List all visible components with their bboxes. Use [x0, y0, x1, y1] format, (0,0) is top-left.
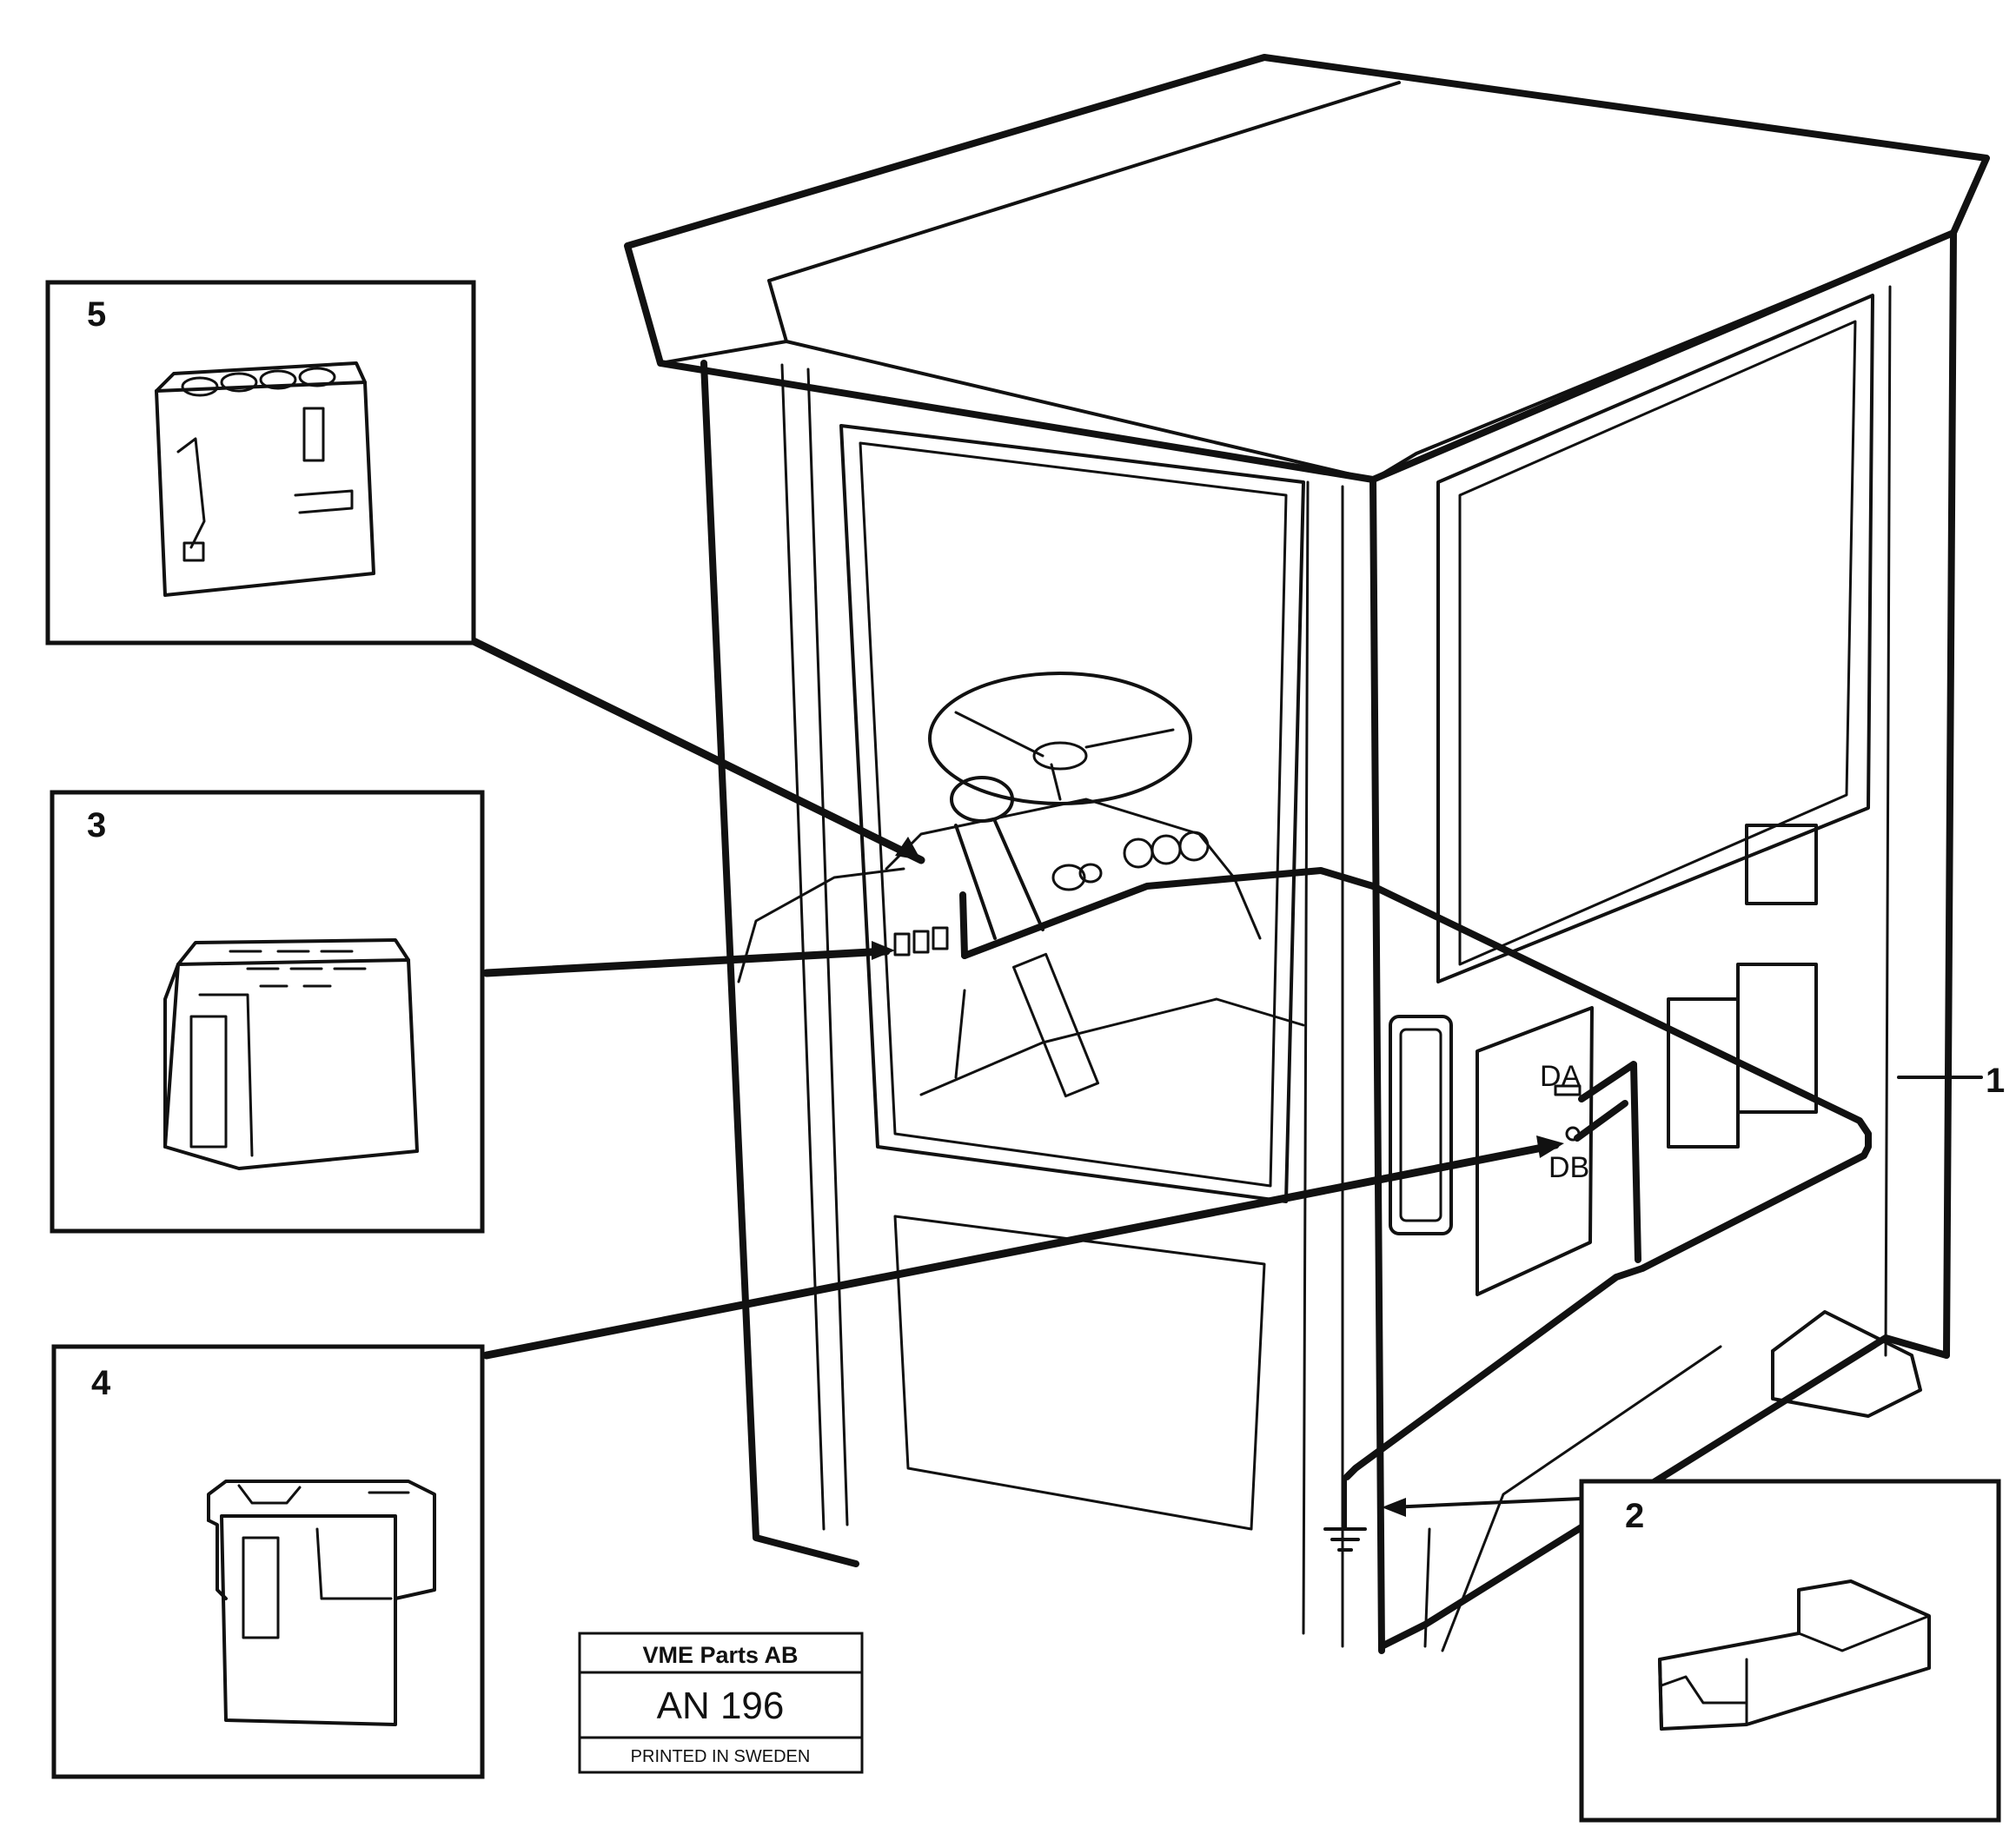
- title-block-company: VME Parts AB: [642, 1642, 798, 1668]
- leader-lines: [469, 637, 1983, 1517]
- callout-number-2: 2: [1625, 1497, 1644, 1535]
- callout-number-3: 3: [87, 806, 106, 844]
- label-db: DB: [1548, 1151, 1589, 1184]
- callout-box-3: 3: [50, 790, 485, 1234]
- connector-4-icon: [207, 1480, 436, 1726]
- callout-box-5: 5: [45, 280, 476, 646]
- wire-harness: [959, 867, 1872, 1480]
- connector-2-icon: [1658, 1579, 1931, 1731]
- callout-number-4: 4: [91, 1364, 111, 1402]
- callout-number-5: 5: [87, 295, 106, 334]
- title-block-printed: PRINTED IN SWEDEN: [631, 1747, 811, 1766]
- cab-illustration: [624, 54, 1990, 1654]
- connector-5-icon: [155, 361, 375, 597]
- title-block: VME Parts AB AN 196 PRINTED IN SWEDEN: [578, 1632, 864, 1774]
- connector-3-icon: [163, 938, 419, 1170]
- callout-box-2: 2: [1579, 1479, 2001, 1823]
- callout-number-1: 1: [1986, 1062, 2005, 1100]
- callout-box-4: 4: [51, 1344, 485, 1779]
- label-da: DA: [1540, 1060, 1582, 1093]
- title-block-drawing-number: AN 196: [657, 1685, 785, 1727]
